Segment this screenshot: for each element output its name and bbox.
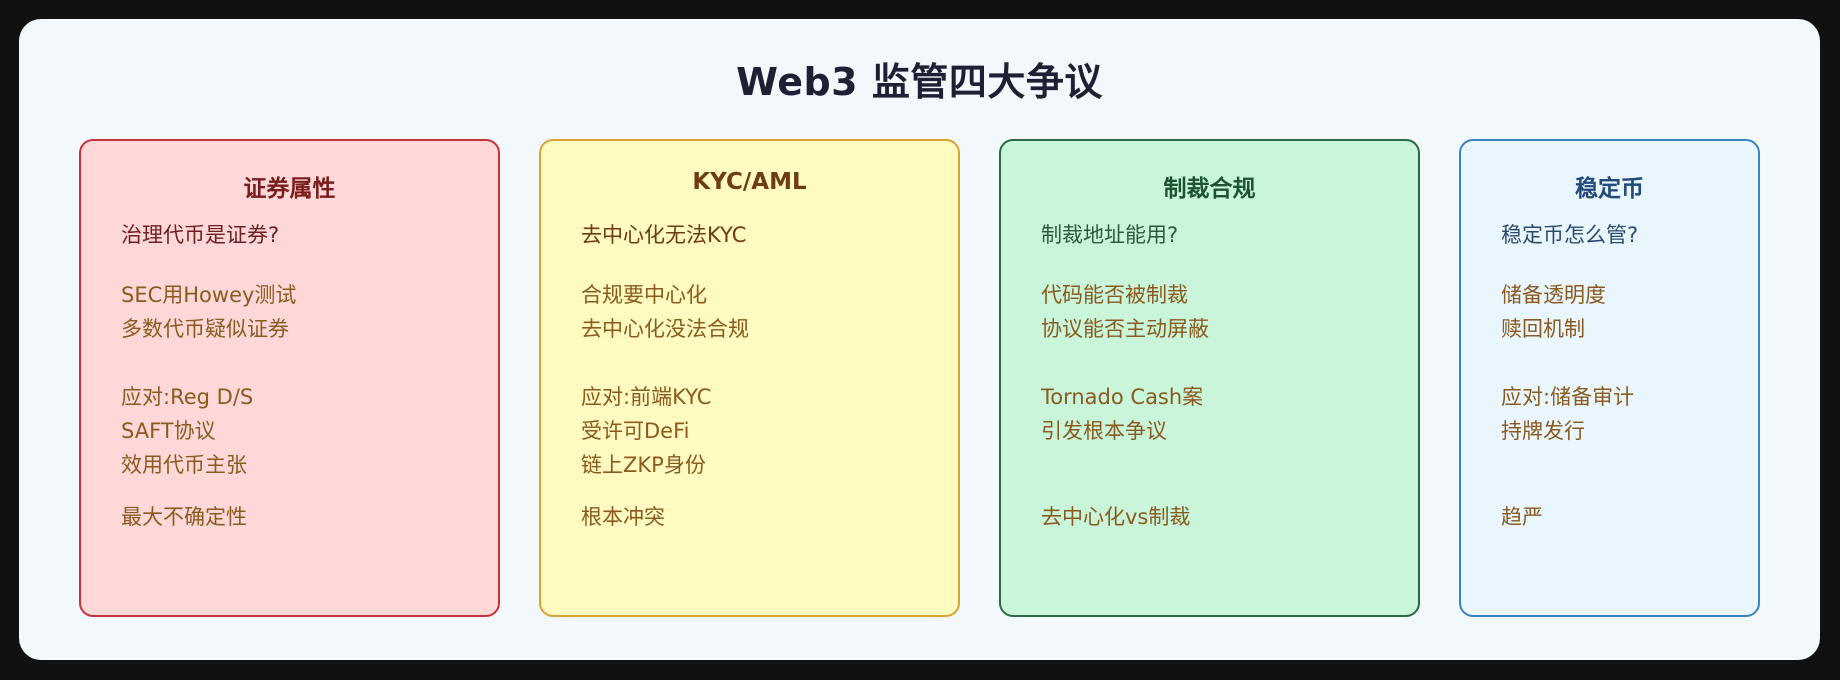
card-question: 去中心化无法KYC [581,223,747,247]
card-response: 持牌发行 [1501,419,1585,443]
card-response: 应对:Reg D/S [121,385,254,409]
card-conclusion: 去中心化vs制裁 [1041,505,1191,529]
card-response: 应对:前端KYC [581,385,712,409]
card-response: 效用代币主张 [121,453,247,477]
card-title: 稳定币 [1575,176,1644,202]
card-response: 引发根本争议 [1041,419,1167,443]
card-title: KYC/AML [692,169,807,195]
card-point: 多数代币疑似证券 [121,317,289,341]
card-response: 受许可DeFi [581,419,690,443]
card-title: 制裁合规 [1163,176,1256,202]
card-question: 制裁地址能用? [1041,223,1179,247]
card-securities: 证券属性 治理代币是证券? SEC用Howey测试 多数代币疑似证券 应对:Re… [79,139,500,617]
card-conclusion: 趋严 [1501,505,1543,529]
card-response: 应对:储备审计 [1501,385,1635,409]
card-point: 赎回机制 [1501,317,1585,341]
diagram-panel: Web3 监管四大争议 证券属性 治理代币是证券? SEC用Howey测试 多数… [19,19,1820,660]
card-conclusion: 根本冲突 [581,505,665,529]
card-point: SEC用Howey测试 [121,283,297,307]
card-conclusion: 最大不确定性 [121,505,247,529]
card-point: 代码能否被制裁 [1041,283,1188,307]
card-response: 链上ZKP身份 [581,453,706,477]
card-stablecoin: 稳定币 稳定币怎么管? 储备透明度 赎回机制 应对:储备审计 持牌发行 趋严 [1459,139,1760,617]
card-sanctions: 制裁合规 制裁地址能用? 代码能否被制裁 协议能否主动屏蔽 Tornado Ca… [999,139,1420,617]
card-point: 协议能否主动屏蔽 [1041,317,1209,341]
card-kyc-aml: KYC/AML 去中心化无法KYC 合规要中心化 去中心化没法合规 应对:前端K… [539,139,960,617]
card-point: 合规要中心化 [581,283,707,307]
card-response: SAFT协议 [121,419,216,443]
card-question: 治理代币是证券? [121,223,280,247]
card-response: Tornado Cash案 [1041,385,1204,409]
card-question: 稳定币怎么管? [1501,223,1639,247]
page-title: Web3 监管四大争议 [736,60,1103,104]
card-point: 去中心化没法合规 [581,317,749,341]
card-title: 证券属性 [243,176,336,202]
card-point: 储备透明度 [1501,283,1606,307]
